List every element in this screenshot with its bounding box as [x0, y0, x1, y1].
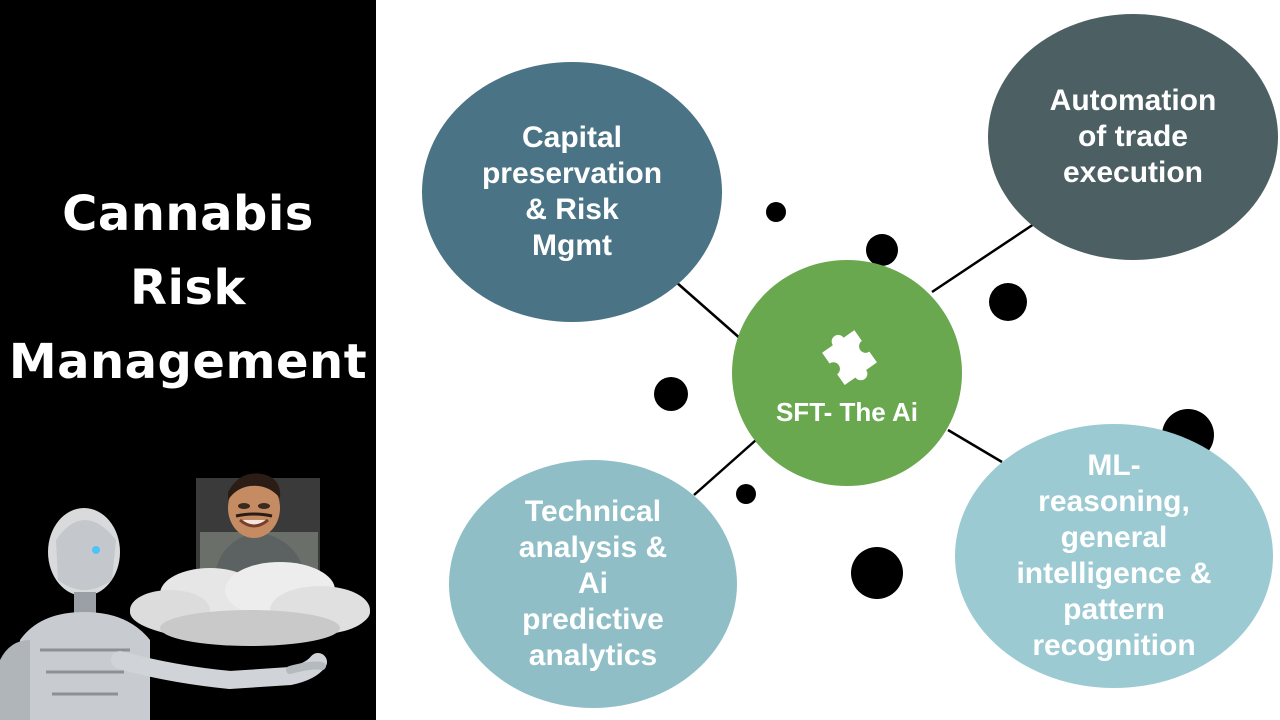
- node-ml-label: ML- reasoning, general intelligence & pa…: [1016, 449, 1212, 662]
- decor-dot: [766, 202, 786, 222]
- title-line-3: Management: [8, 334, 368, 390]
- diagram: Capital preservation & Risk Mgmt Automat…: [376, 0, 1280, 720]
- cloud-shape: [130, 562, 370, 646]
- sidebar-panel: Cannabis Risk Management: [0, 0, 376, 720]
- decor-dot: [654, 377, 688, 411]
- connector-technical: [693, 439, 757, 496]
- node-technical-label: Technical analysis & Ai predictive analy…: [518, 495, 668, 672]
- title-line-2: Risk: [130, 260, 246, 316]
- decor-dot: [736, 484, 756, 504]
- node-capital-preservation: Capital preservation & Risk Mgmt: [422, 62, 722, 322]
- connector-capital: [675, 281, 743, 341]
- connector-ml: [947, 428, 1003, 464]
- puzzle-piece-icon: [822, 330, 877, 386]
- node-capital-label: Capital preservation & Risk Mgmt: [481, 121, 663, 262]
- node-center: SFT- The Ai: [732, 260, 962, 486]
- robot-figure: [0, 508, 327, 720]
- title-line-1: Cannabis: [62, 186, 314, 242]
- decor-dot: [866, 234, 898, 266]
- center-label: SFT- The Ai: [775, 397, 919, 427]
- node-ml-reasoning: ML- reasoning, general intelligence & pa…: [955, 424, 1273, 688]
- node-technical-analysis: Technical analysis & Ai predictive analy…: [449, 460, 737, 708]
- decor-dot: [989, 283, 1027, 321]
- connector-automation: [931, 222, 1035, 294]
- node-automation-label: Automation of trade execution: [1049, 84, 1217, 189]
- illustration: [0, 473, 370, 720]
- node-automation: Automation of trade execution: [988, 14, 1278, 260]
- decor-dot: [851, 547, 903, 599]
